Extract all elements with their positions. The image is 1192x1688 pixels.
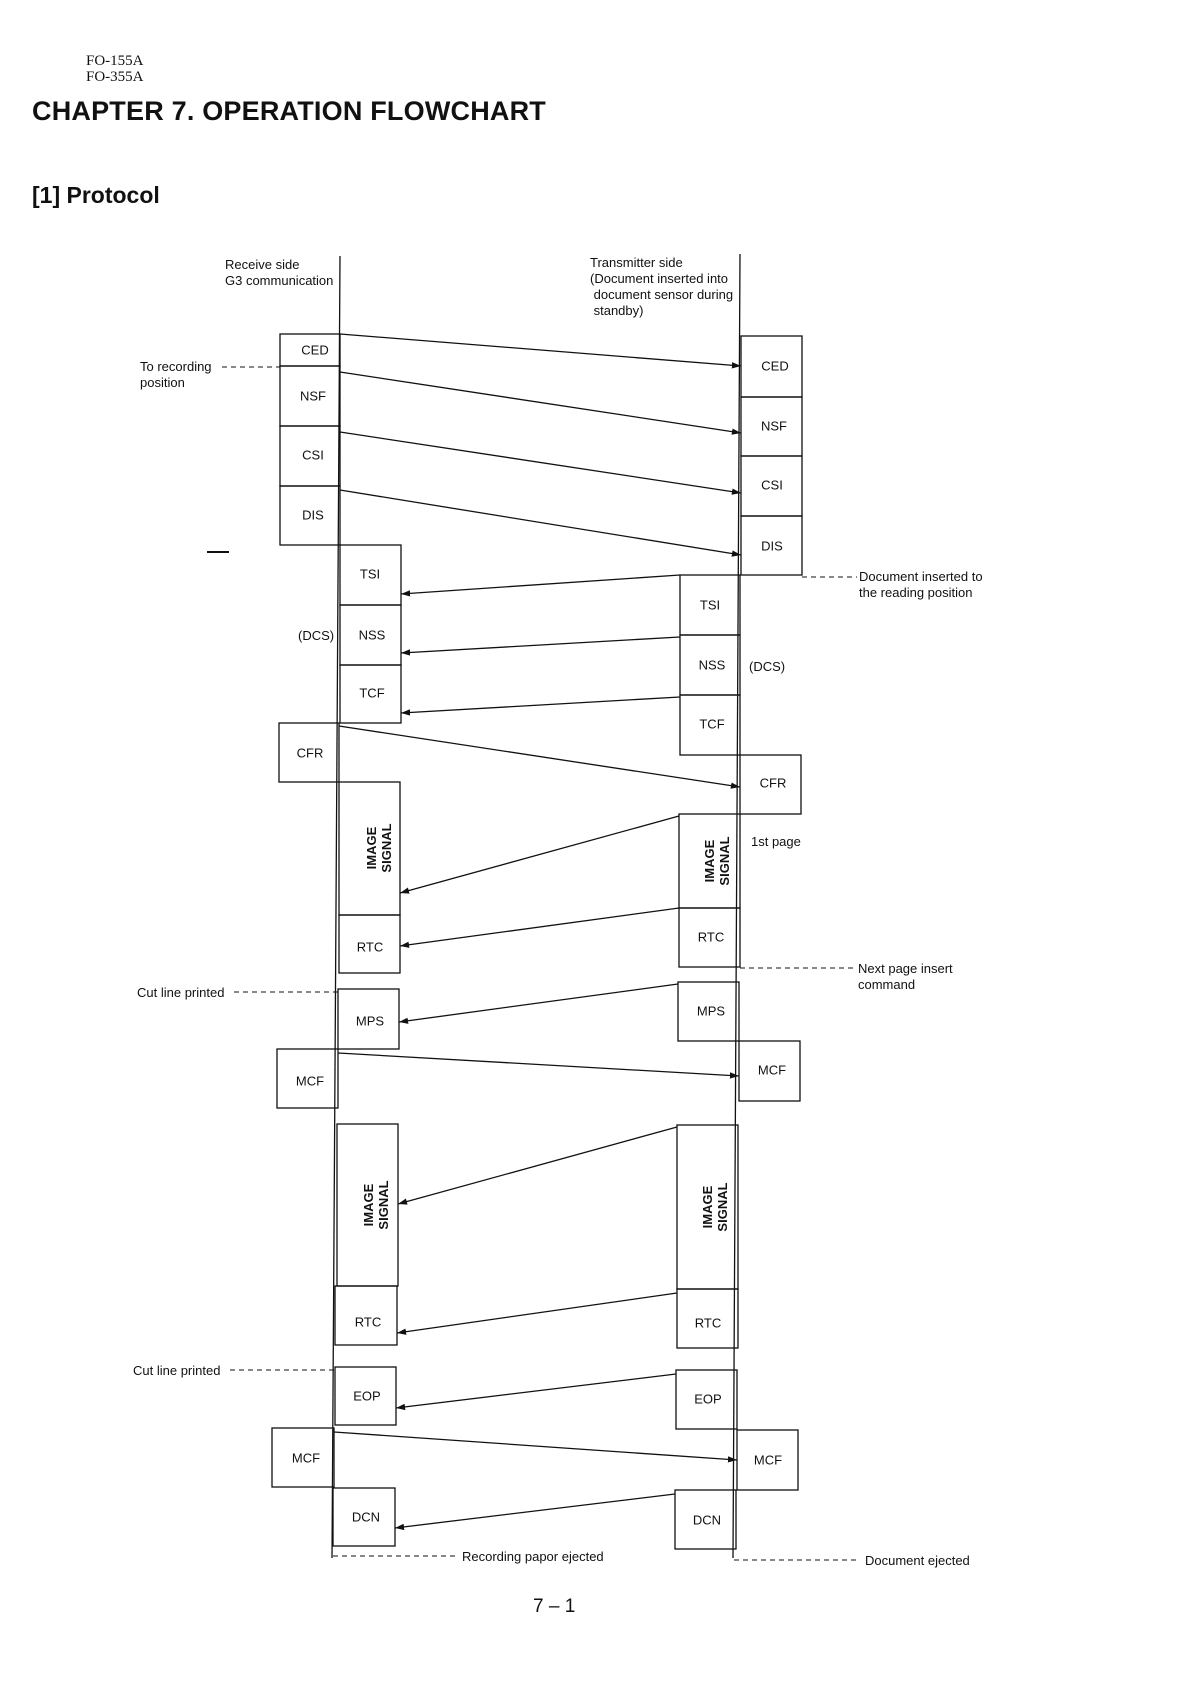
rx-dcn-label: DCN [352, 1509, 380, 1524]
model-number-2: FO-355A [86, 69, 144, 85]
transmit-side-title-3: document sensor during [590, 287, 733, 302]
arrow-csi [339, 431, 742, 495]
tx-nsf-label: NSF [761, 418, 787, 433]
arrow-mcf2 [333, 1431, 738, 1463]
tx-cfr-label: CFR [760, 775, 787, 790]
page-number: 7 – 1 [533, 1596, 576, 1617]
rx-mcf1-label: MCF [296, 1073, 324, 1088]
tx-mcf1-box [738, 1040, 801, 1102]
rx-rtc1-label: RTC [357, 939, 383, 954]
arrow-rtc2 [396, 1292, 678, 1335]
rx-nsf-label: NSF [300, 388, 326, 403]
rx-mps-label: MPS [356, 1013, 385, 1028]
tx-dis-box [740, 515, 803, 576]
section-title: [1] Protocol [32, 182, 160, 208]
rx-mcf2-box [271, 1427, 335, 1488]
rx-mcf1-box [276, 1048, 339, 1109]
tx-mcf1-label: MCF [758, 1062, 786, 1077]
rx-rtc2-label: RTC [355, 1314, 381, 1329]
arrow-dcn [394, 1493, 676, 1531]
model-number-1: FO-155A [86, 53, 144, 69]
rx-nss-label: NSS [359, 627, 386, 642]
arrow-rtc1 [399, 907, 680, 948]
rx-image2-label-1: IMAGE [361, 1183, 376, 1226]
arrow-nsf [339, 371, 742, 435]
tx-mcf2-label: MCF [754, 1452, 782, 1467]
dcs-left-label: (DCS) [298, 628, 334, 643]
transmit-side-title-4: standby) [590, 303, 643, 318]
tx-ced-label: CED [761, 358, 788, 373]
rx-mcf2-label: MCF [292, 1450, 320, 1465]
rx-eop-label: EOP [353, 1388, 380, 1403]
receiver-timeline [331, 255, 341, 1559]
rx-image1-label-2: SIGNAL [379, 823, 394, 872]
rx-tcf-label: TCF [359, 685, 384, 700]
arrow-eop [395, 1373, 677, 1411]
arrow-mcf1 [337, 1052, 740, 1079]
transmit-side-title-1: Transmitter side [590, 255, 683, 270]
rx-tcf-box [339, 664, 402, 724]
tx-dcn-label: DCN [693, 1512, 721, 1527]
note-next-page-2: command [858, 977, 915, 992]
tx-tcf-label: TCF [699, 716, 724, 731]
note-to-recording-1: To recording [140, 359, 212, 374]
arrow-image1 [399, 815, 680, 894]
transmit-side-title-2: (Document inserted into [590, 271, 728, 286]
tx-rtc2-label: RTC [695, 1315, 721, 1330]
rx-ced-label: CED [301, 342, 328, 357]
rx-rtc2-box [334, 1285, 398, 1346]
rx-eop-box [334, 1366, 397, 1426]
rx-tsi-label: TSI [360, 566, 380, 581]
tx-image2-label-2: SIGNAL [715, 1182, 730, 1231]
rx-csi-label: CSI [302, 447, 324, 462]
rx-image1-label-1: IMAGE [364, 826, 379, 869]
rx-image2-label-2: SIGNAL [376, 1180, 391, 1229]
tx-image1-label-2: SIGNAL [717, 836, 732, 885]
rx-cfr-box [278, 722, 340, 783]
tx-dcn-box [674, 1489, 737, 1550]
rx-dis-box [279, 485, 341, 546]
dcs-right-label: (DCS) [749, 659, 785, 674]
tx-rtc1-label: RTC [698, 929, 724, 944]
rx-cfr-label: CFR [297, 745, 324, 760]
note-cut-line-1: Cut line printed [137, 985, 224, 1000]
note-cut-line-2: Cut line printed [133, 1363, 220, 1378]
tx-nss-label: NSS [699, 657, 726, 672]
rx-dcn-box [332, 1487, 396, 1547]
arrow-tsi [400, 574, 681, 597]
rx-dis-label: DIS [302, 507, 324, 522]
arrow-mps [398, 983, 679, 1024]
note-doc-reading-1: Document inserted to [859, 569, 983, 584]
tx-image1-label-1: IMAGE [702, 839, 717, 882]
tx-tsi-label: TSI [700, 597, 720, 612]
tx-tcf-box [679, 694, 741, 756]
receive-side-title-1: Receive side [225, 257, 299, 272]
note-next-page-1: Next page insert [858, 961, 953, 976]
tx-rtc2-box [676, 1288, 739, 1349]
note-to-recording-2: position [140, 375, 185, 390]
chapter-title: CHAPTER 7. OPERATION FLOWCHART [32, 96, 546, 126]
arrow-ced [339, 333, 742, 369]
first-page-label: 1st page [751, 834, 801, 849]
note-recording-paper: Recording papor ejected [462, 1549, 604, 1564]
receive-side-title-2: G3 communication [225, 273, 333, 288]
note-document-ejected: Document ejected [865, 1553, 970, 1568]
tx-mps-label: MPS [697, 1003, 726, 1018]
tx-dis-label: DIS [761, 538, 783, 553]
tx-eop-box [675, 1369, 738, 1430]
arrow-dis [339, 489, 742, 557]
arrow-image2 [397, 1126, 678, 1205]
arrow-cfr [338, 725, 741, 789]
tx-cfr-box [739, 754, 802, 815]
tx-mps-box [677, 981, 740, 1042]
tx-rtc1-box [678, 907, 741, 968]
tx-csi-label: CSI [761, 477, 783, 492]
note-doc-reading-2: the reading position [859, 585, 972, 600]
tx-eop-label: EOP [694, 1391, 721, 1406]
arrow-tcf [400, 696, 681, 716]
tx-image2-label-1: IMAGE [700, 1185, 715, 1228]
transmitter-timeline [732, 253, 741, 1559]
arrow-nss [400, 636, 681, 656]
